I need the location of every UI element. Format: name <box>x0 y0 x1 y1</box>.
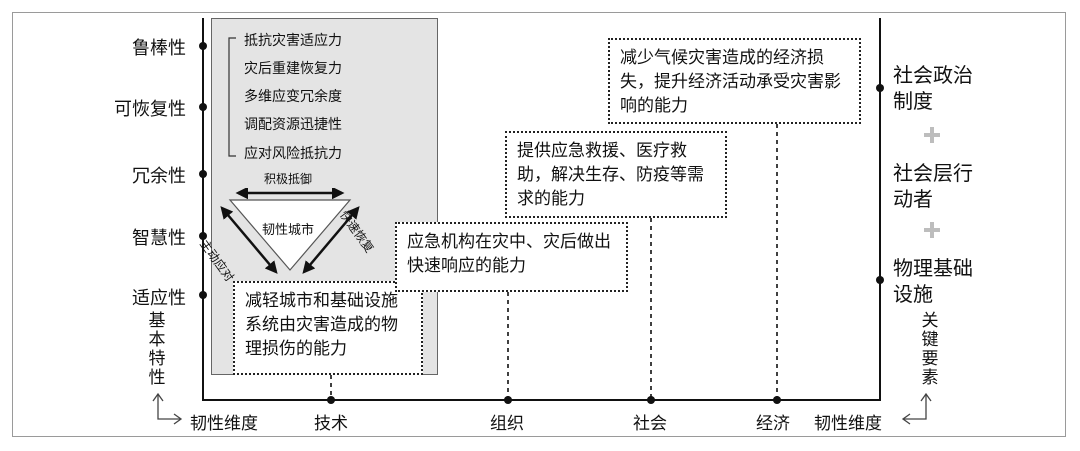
trait-robustness: 鲁棒性 <box>132 38 186 59</box>
capability-item: 抵抗灾害适应力 <box>244 33 342 49</box>
diagram-frame <box>12 12 1066 437</box>
economy-capability-box: 减少气候灾害造成的经济损失，提升经济活动承受灾害影响的能力 <box>608 38 861 124</box>
left-corner-arrow-icon <box>152 392 183 425</box>
trait-dot <box>199 170 207 178</box>
dimension-dot <box>327 396 335 404</box>
trait-dot <box>199 291 207 299</box>
triangle-top-label: 积极抵御 <box>264 172 313 186</box>
plus-icon <box>924 222 940 238</box>
dimension-organization: 组织 <box>490 414 524 434</box>
trait-dot <box>199 232 207 240</box>
capability-bracket <box>228 37 236 157</box>
resilience-triangle <box>220 188 360 274</box>
trait-recoverability: 可恢复性 <box>114 99 186 120</box>
element-dot <box>876 84 884 92</box>
dimension-dot <box>504 396 512 404</box>
element-social-actors: 社会层行动者 <box>893 161 973 211</box>
left-vertical-axis <box>202 18 204 400</box>
capability-item: 多维应变冗余度 <box>244 89 342 105</box>
bottom-horizontal-axis <box>202 399 881 401</box>
trait-adaptability: 适应性 <box>132 288 186 309</box>
right-corner-arrow-icon <box>901 392 932 425</box>
trait-dot <box>199 103 207 111</box>
technology-capability-box: 减轻城市和基础设施系统由灾害造成的物理损伤的能力 <box>233 281 423 375</box>
element-physical-infrastructure: 物理基础设施 <box>893 256 973 306</box>
plus-icon <box>924 127 940 143</box>
dimension-dot <box>647 396 655 404</box>
capability-item: 调配资源迅捷性 <box>244 117 342 133</box>
trait-redundancy: 冗余性 <box>132 166 186 187</box>
element-dot <box>876 276 884 284</box>
left-axis-title: 基本特性 <box>148 311 166 388</box>
trait-dot <box>199 42 207 50</box>
dimension-society: 社会 <box>633 414 667 434</box>
organization-capability-box: 应急机构在灾中、灾后做出快速响应的能力 <box>395 222 628 292</box>
bottom-right-axis-title: 韧性维度 <box>814 414 882 434</box>
right-vertical-axis <box>879 18 881 401</box>
capability-item: 灾后重建恢复力 <box>244 61 342 77</box>
right-axis-title: 关键要素 <box>921 311 939 388</box>
trait-intelligence: 智慧性 <box>132 228 186 249</box>
element-political-system: 社会政治制度 <box>893 63 973 113</box>
triangle-center-label: 韧性城市 <box>262 223 315 238</box>
dimension-economy: 经济 <box>756 414 790 434</box>
dimension-technology: 技术 <box>314 414 348 434</box>
bottom-left-axis-title: 韧性维度 <box>190 414 258 434</box>
capability-item: 应对风险抵抗力 <box>244 146 342 162</box>
dimension-dot <box>773 396 781 404</box>
society-capability-box: 提供应急救援、医疗救助，解决生存、防疫等需求的能力 <box>505 131 727 218</box>
